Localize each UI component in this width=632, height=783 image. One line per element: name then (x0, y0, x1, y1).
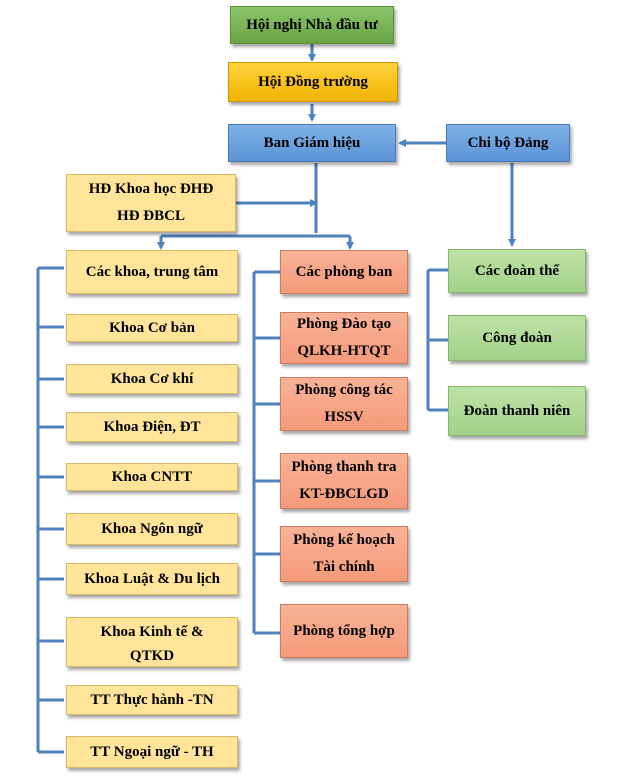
union-box: Công đoàn (448, 315, 586, 361)
department-box: Phòng thanh tra KT-ĐBCLGD (280, 453, 408, 509)
department-label-line2: HSSV (324, 409, 364, 425)
faculty-box: Khoa Cơ khí (66, 364, 238, 394)
party-cell-label: Chi bộ Đảng (467, 134, 549, 151)
department-box: Phòng kế hoạch Tài chính (280, 526, 408, 582)
department-label-line2: QLKH-HTQT (297, 343, 391, 359)
department-label-line2: KT-ĐBCLGD (299, 486, 389, 502)
faculty-label-line2: QTKD (129, 647, 175, 664)
science-council-box: HĐ Khoa học ĐHĐ HĐ ĐBCL (66, 174, 236, 232)
faculty-label: Khoa Điện, ĐT (103, 418, 201, 435)
unions-header-label: Các đoàn thể (474, 262, 560, 279)
union-label: Công đoàn (482, 329, 552, 346)
science-council-line1: HĐ Khoa học ĐHĐ (88, 181, 214, 197)
unions-header-box: Các đoàn thể (448, 249, 586, 293)
union-box: Đoàn thanh niên (448, 386, 586, 436)
faculty-label: Khoa Cơ bản (109, 319, 195, 336)
school-council-label: Hội Đồng trường (258, 73, 368, 90)
department-box: Phòng công tác HSSV (280, 377, 408, 431)
department-label-line1: Phòng thanh tra (291, 459, 397, 475)
department-label-line1: Phòng Đào tạo (296, 316, 392, 332)
party-cell-box: Chi bộ Đảng (446, 124, 570, 162)
school-council-box: Hội Đồng trường (228, 62, 398, 102)
faculty-box: Khoa Điện, ĐT (66, 412, 238, 442)
faculty-box: Khoa Ngôn ngữ (66, 513, 238, 545)
department-label-line2: Tài chính (313, 559, 375, 575)
science-council-line2: HĐ ĐBCL (117, 208, 185, 224)
faculty-label: Khoa Luật & Du lịch (84, 570, 220, 587)
departments-header-box: Các phòng ban (280, 250, 408, 294)
faculty-box: Khoa Cơ bản (66, 314, 238, 342)
faculty-box: Khoa Kinh tế & QTKD (66, 617, 238, 667)
department-box: Phòng Đào tạo QLKH-HTQT (280, 312, 408, 364)
center-label: TT Thực hành -TN (90, 691, 214, 708)
center-box: TT Thực hành -TN (66, 685, 238, 715)
union-label: Đoàn thanh niên (463, 402, 571, 419)
center-label: TT Ngoại ngữ - TH (90, 743, 214, 760)
department-label-line1: Phòng công tác (295, 382, 393, 398)
faculties-header-box: Các khoa, trung tâm (66, 250, 238, 294)
faculty-box: Khoa CNTT (66, 463, 238, 491)
department-box: Phòng tổng hợp (280, 604, 408, 658)
department-label-line1: Phòng kế hoạch (293, 532, 395, 548)
faculty-label: Khoa Ngôn ngữ (101, 520, 203, 537)
center-box: TT Ngoại ngữ - TH (66, 736, 238, 768)
department-label: Phòng tổng hợp (293, 622, 395, 639)
faculties-header-label: Các khoa, trung tâm (85, 263, 219, 280)
faculty-label-line1: Khoa Kinh tế & (100, 623, 204, 640)
faculty-label: Khoa CNTT (111, 468, 193, 485)
faculty-box: Khoa Luật & Du lịch (66, 563, 238, 595)
investors-conference-box: Hội nghị Nhà đầu tư (230, 6, 394, 44)
departments-header-label: Các phòng ban (295, 263, 393, 280)
faculty-label: Khoa Cơ khí (110, 370, 194, 387)
board-of-rectors-label: Ban Giám hiệu (263, 134, 361, 151)
board-of-rectors-box: Ban Giám hiệu (228, 124, 396, 162)
investors-conference-label: Hội nghị Nhà đầu tư (246, 16, 378, 33)
